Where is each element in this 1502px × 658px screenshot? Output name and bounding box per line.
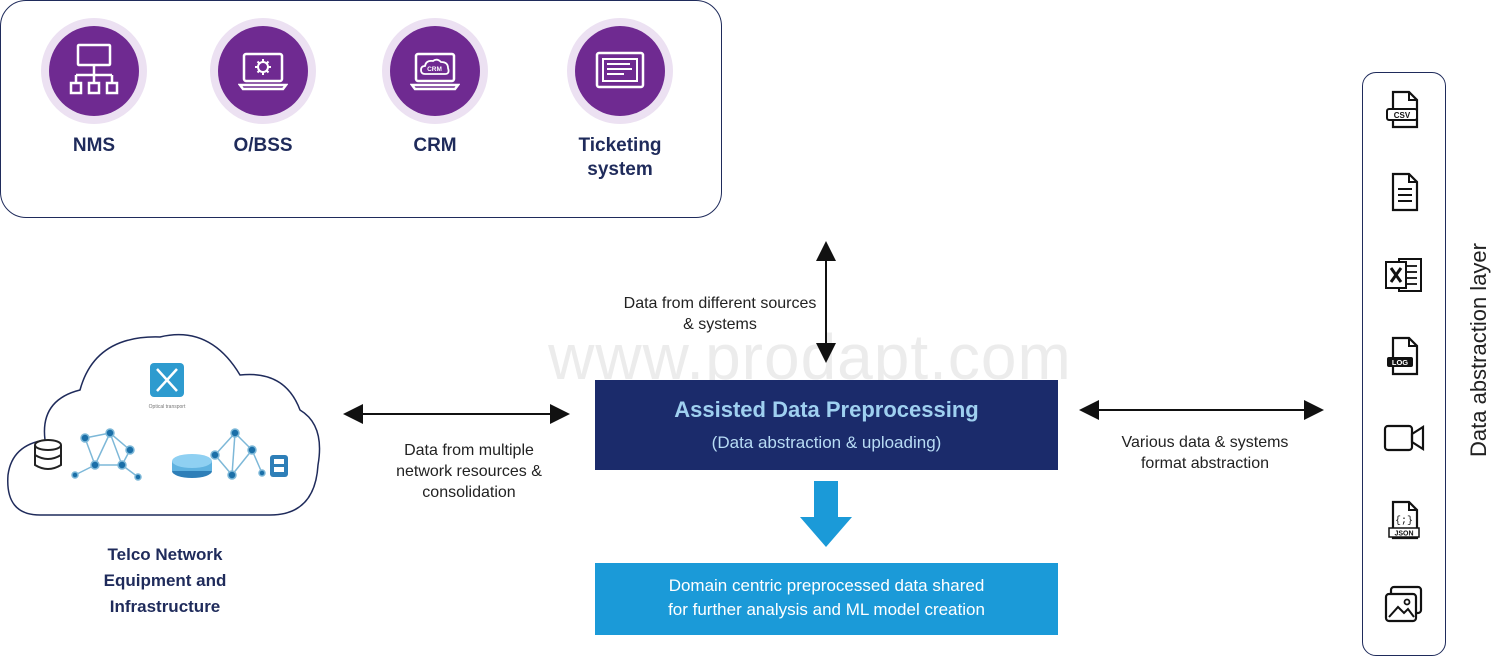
note-top: Data from different sources & systems	[623, 295, 817, 333]
network-label: Telco Network Equipment and Infrastructu…	[103, 545, 227, 616]
svg-text:{;}: {;}	[1395, 515, 1413, 527]
database-icon	[34, 439, 62, 470]
svg-text:JSON: JSON	[1394, 531, 1413, 538]
optical-transport-icon: Optical transport	[149, 363, 186, 410]
switch-device-icon	[270, 455, 288, 477]
svg-text:CRM: CRM	[427, 66, 442, 73]
video-camera-icon	[1383, 424, 1425, 452]
laptop-gear-icon	[238, 52, 288, 91]
down-arrow	[800, 481, 852, 547]
preprocessing-box: Assisted Data Preprocessing (Data abstra…	[595, 380, 1058, 470]
mesh-network-icon	[71, 428, 142, 481]
system-obss: O/BSS	[203, 18, 323, 158]
system-label: O/BSS	[233, 135, 293, 156]
file-formats-panel: CSV LOG {;} JSON	[1362, 72, 1446, 656]
excel-file-icon	[1385, 258, 1422, 292]
note-right: Various data & systems format abstractio…	[1121, 434, 1289, 472]
network-monitor-icon	[69, 43, 119, 95]
system-label: CRM	[413, 135, 457, 156]
laptop-crm-cloud-icon: CRM	[410, 52, 460, 91]
output-box: Domain centric preprocessed data shared …	[595, 563, 1058, 635]
document-file-icon	[1391, 172, 1419, 212]
output-line-1: Domain centric preprocessed data shared	[668, 576, 985, 595]
router-icon	[172, 454, 212, 478]
systems-panel: NMS O/BSS CRM CRM	[0, 0, 722, 218]
image-file-icon	[1384, 585, 1423, 623]
csv-file-icon: CSV	[1386, 90, 1419, 129]
preprocessing-subtitle: (Data abstraction & uploading)	[711, 433, 942, 452]
output-line-2: for further analysis and ML model creati…	[668, 600, 985, 619]
svg-text:LOG: LOG	[1392, 358, 1408, 367]
monitor-document-icon	[595, 51, 645, 89]
data-abstraction-layer-label: Data abstraction layer	[1466, 243, 1491, 457]
system-nms: NMS	[34, 18, 154, 158]
network-cloud: Optical transport	[7, 333, 321, 516]
system-ticketing: Ticketing system	[550, 18, 690, 182]
device-caption: Optical transport	[149, 404, 186, 410]
log-file-icon: LOG	[1387, 336, 1419, 376]
note-left: Data from multiple network resources & c…	[396, 442, 542, 501]
json-file-icon: {;} JSON	[1388, 500, 1420, 540]
svg-text:CSV: CSV	[1394, 111, 1411, 120]
preprocessing-title: Assisted Data Preprocessing	[674, 397, 979, 422]
system-crm: CRM CRM	[375, 18, 495, 158]
system-label: Ticketing system	[578, 135, 662, 180]
svg-text:Data abstraction layer: Data abstraction layer	[1466, 243, 1491, 457]
system-label: NMS	[72, 135, 116, 156]
mesh-network-icon	[210, 428, 266, 480]
